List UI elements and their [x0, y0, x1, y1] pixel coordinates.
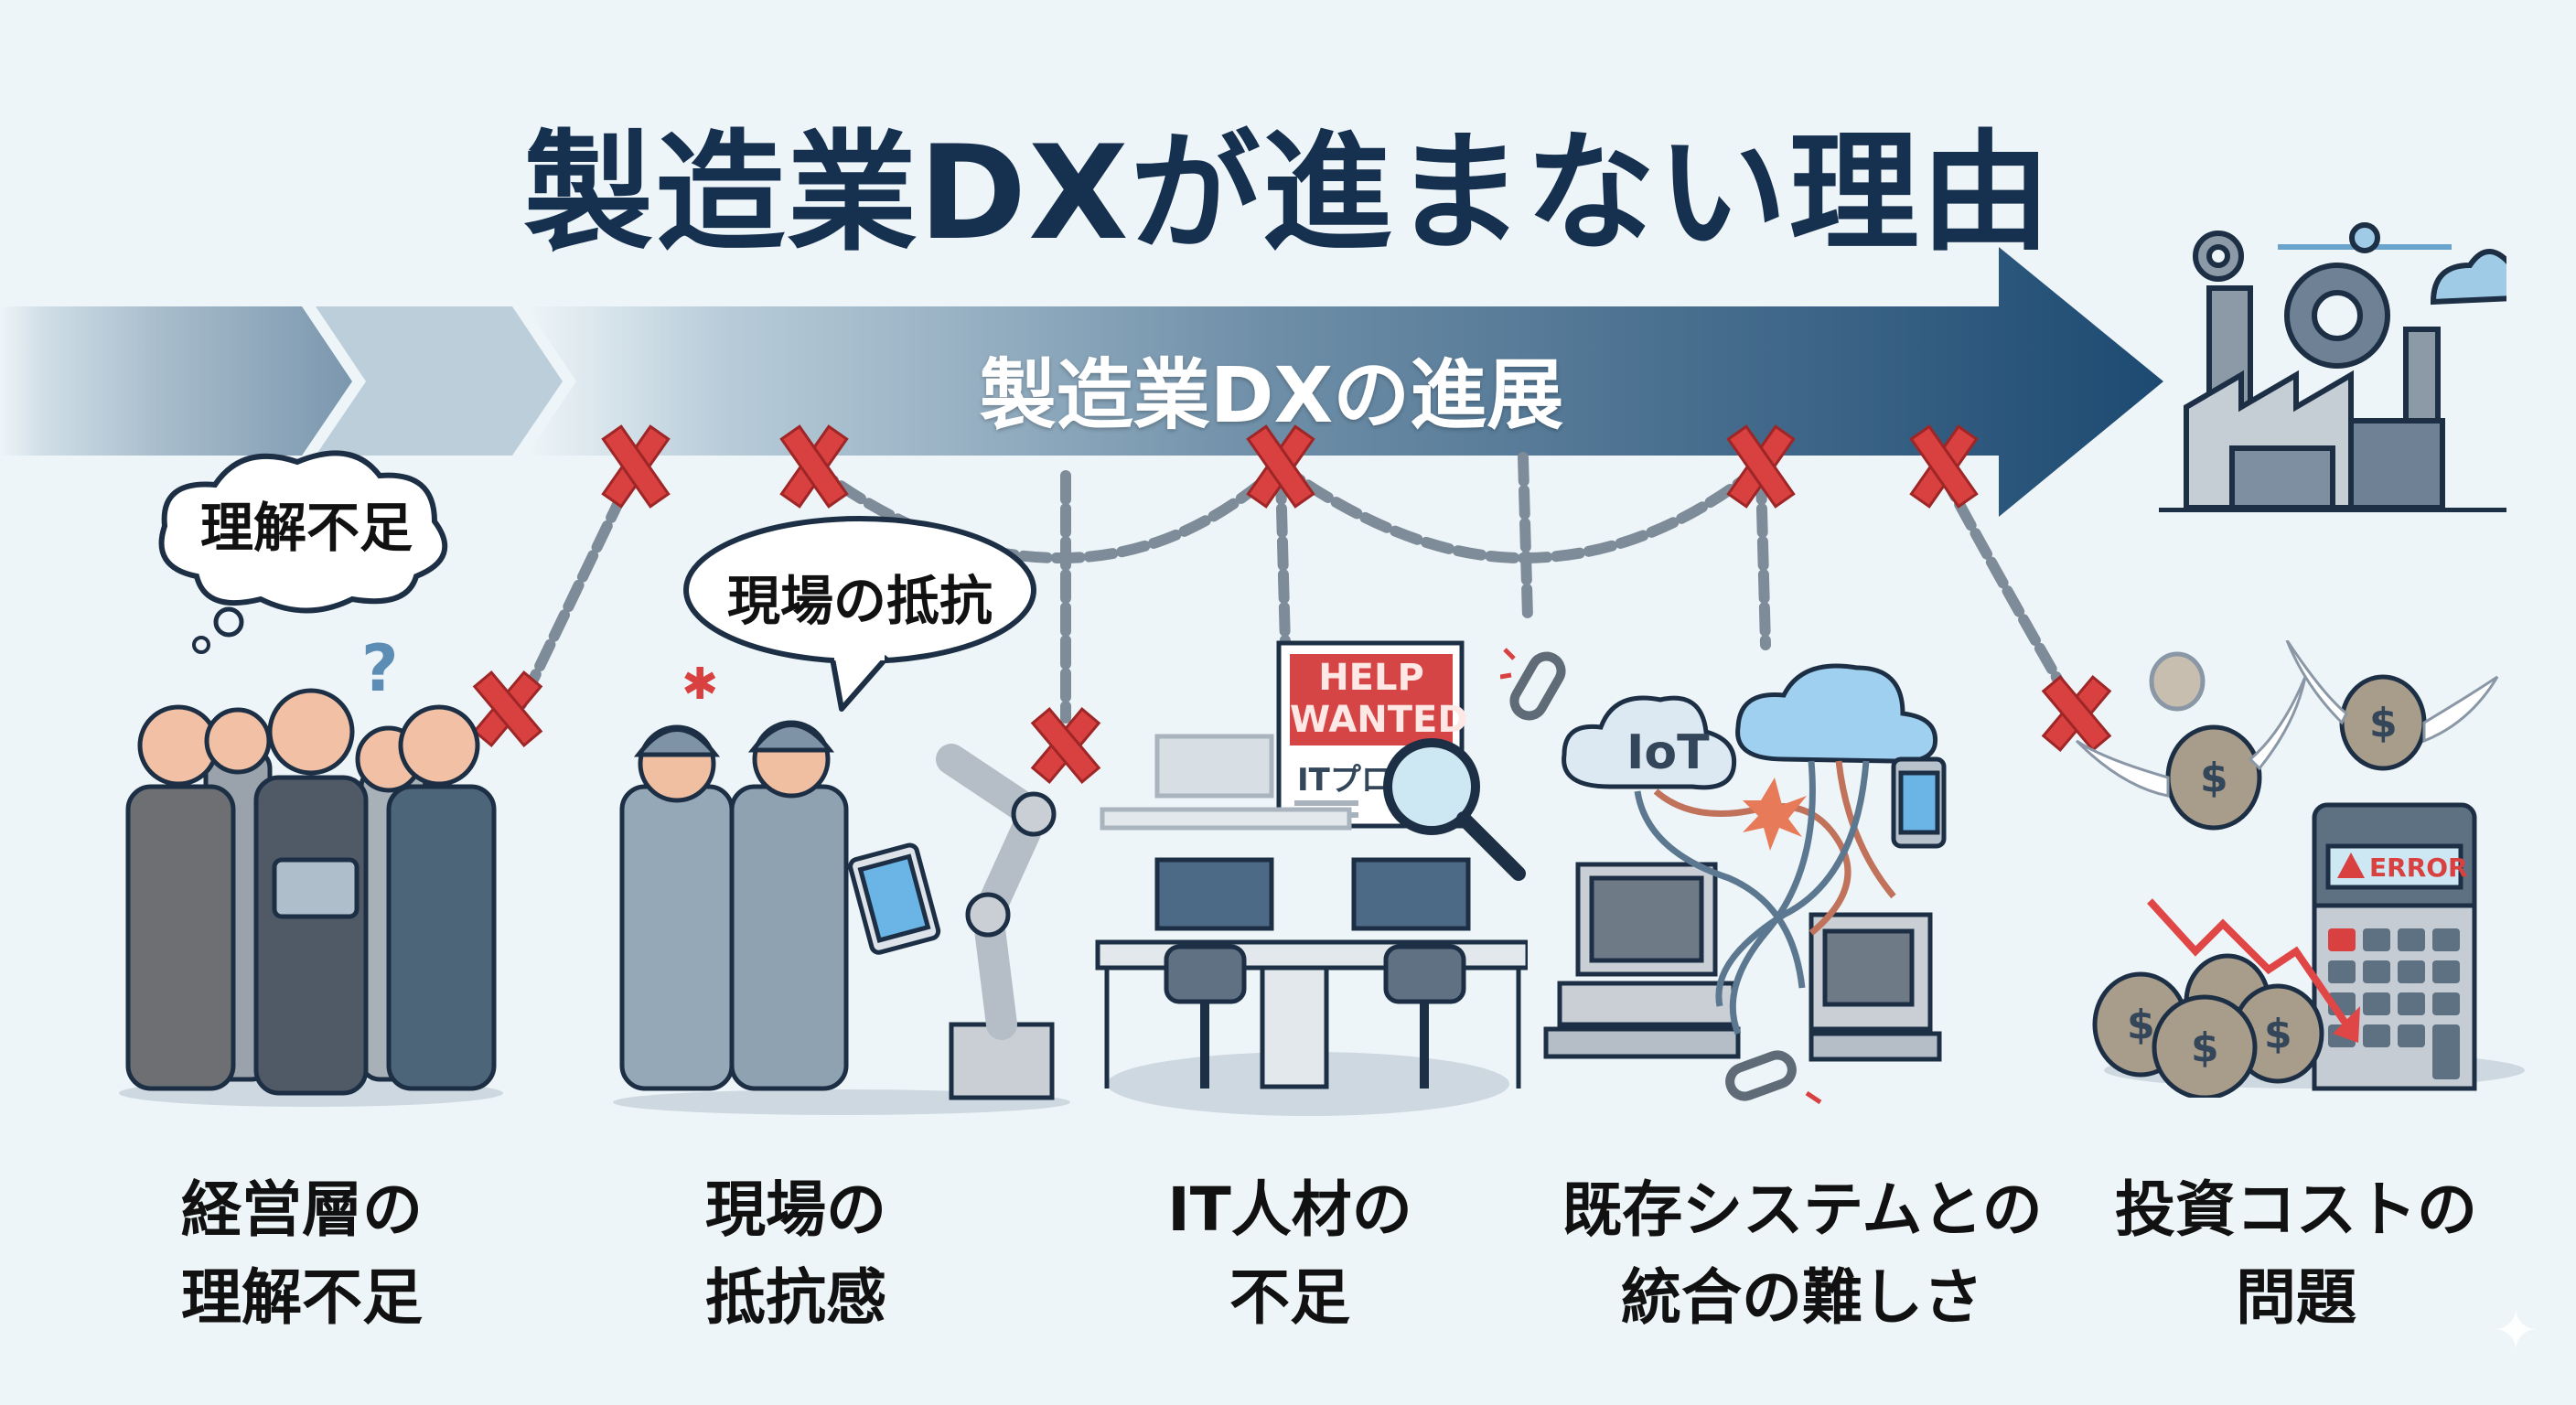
thought-cloud [158, 450, 448, 654]
caption-frontline: 現場の 抵抗感 [677, 1166, 915, 1342]
caption-management-line1: 経営層の [181, 1174, 423, 1245]
sign-line-help: HELP [1318, 657, 1424, 699]
caption-cost: 投資コストの 問題 [2104, 1166, 2488, 1342]
svg-text:$: $ [2191, 1024, 2219, 1071]
caption-frontline-line2: 抵抗感 [705, 1262, 886, 1333]
legacy-systems-illustration: IoT [1543, 663, 1947, 1062]
x-mark-icons [472, 424, 2112, 785]
caption-frontline-line1: 現場の [705, 1174, 886, 1245]
svg-text:$: $ [2127, 1002, 2155, 1048]
sparkle-icon: ✦ [2493, 1299, 2539, 1363]
caption-management: 経営層の 理解不足 [156, 1166, 448, 1342]
caption-it-talent-line2: 不足 [1229, 1262, 1350, 1333]
caption-legacy: 既存システムとの 統合の難しさ [1546, 1166, 2058, 1342]
smart-factory-icon [2159, 222, 2506, 512]
caption-it-talent: IT人材の 不足 [1134, 1166, 1445, 1342]
caption-it-talent-line1: IT人材の [1167, 1174, 1412, 1245]
speech-bubble-text: 現場の抵抗 [726, 570, 993, 632]
workers-robot-illustration [613, 720, 1070, 1115]
magnifier-icon [1383, 738, 1526, 881]
sign-subtext: ITプロ [1297, 762, 1392, 799]
progress-arrow-label: 製造業DXの進展 [979, 350, 1564, 440]
help-wanted-text: HELP WANTED [1290, 657, 1468, 741]
chains-layer [472, 424, 2112, 785]
anger-mark-icon: ✱ [682, 659, 719, 710]
svg-text:$: $ [2200, 755, 2228, 801]
broken-chain-link-icon [1500, 648, 1566, 721]
iot-cloud-label: IoT [1626, 725, 1710, 780]
speech-bubble [683, 516, 1036, 712]
caption-legacy-line2: 統合の難しさ [1621, 1262, 1983, 1333]
question-mark-icon: ? [361, 631, 399, 706]
cost-illustration: ERROR $ $ $ $ $ [2075, 640, 2525, 1098]
caption-management-line2: 理解不足 [181, 1262, 423, 1333]
caption-cost-line2: 問題 [2236, 1262, 2356, 1333]
caption-cost-line1: 投資コストの [2115, 1174, 2477, 1245]
empty-desks-illustration [1095, 734, 1528, 1116]
caption-legacy-line1: 既存システムとの [1562, 1174, 2043, 1245]
executives-illustration [119, 688, 503, 1107]
svg-text:$: $ [2264, 1011, 2292, 1057]
calculator-error-display: ERROR [2369, 853, 2468, 883]
sign-line-wanted: WANTED [1290, 699, 1468, 741]
thought-cloud-text: 理解不足 [199, 497, 413, 559]
page-title: 製造業DXが進まない理由 [523, 118, 2053, 269]
broken-chain-link-icon-2 [1725, 1050, 1822, 1105]
svg-text:$: $ [2369, 700, 2398, 746]
